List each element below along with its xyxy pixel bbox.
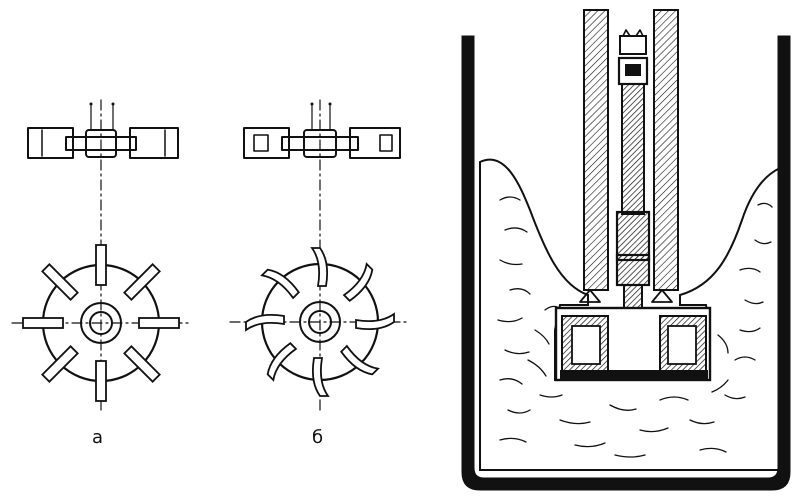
draft-tube-right-wall — [653, 9, 679, 291]
impeller-b-plan-view — [245, 247, 395, 397]
impeller-a-blades — [22, 244, 180, 402]
impeller-a-plan-view — [22, 244, 180, 402]
draft-tube-left-wall — [583, 9, 609, 291]
vessel-impeller — [554, 306, 712, 382]
impeller-a-side-view — [27, 102, 179, 159]
label-b: б — [312, 427, 323, 448]
flow-lines — [497, 196, 773, 458]
impeller-b-side-view — [243, 102, 401, 159]
impeller-b: б — [229, 99, 411, 448]
impeller-b-blades — [245, 247, 395, 397]
vessel-wall — [461, 35, 791, 491]
mixing-vessel — [461, 9, 791, 491]
impeller-a: а — [11, 99, 191, 448]
label-a: а — [92, 427, 103, 448]
